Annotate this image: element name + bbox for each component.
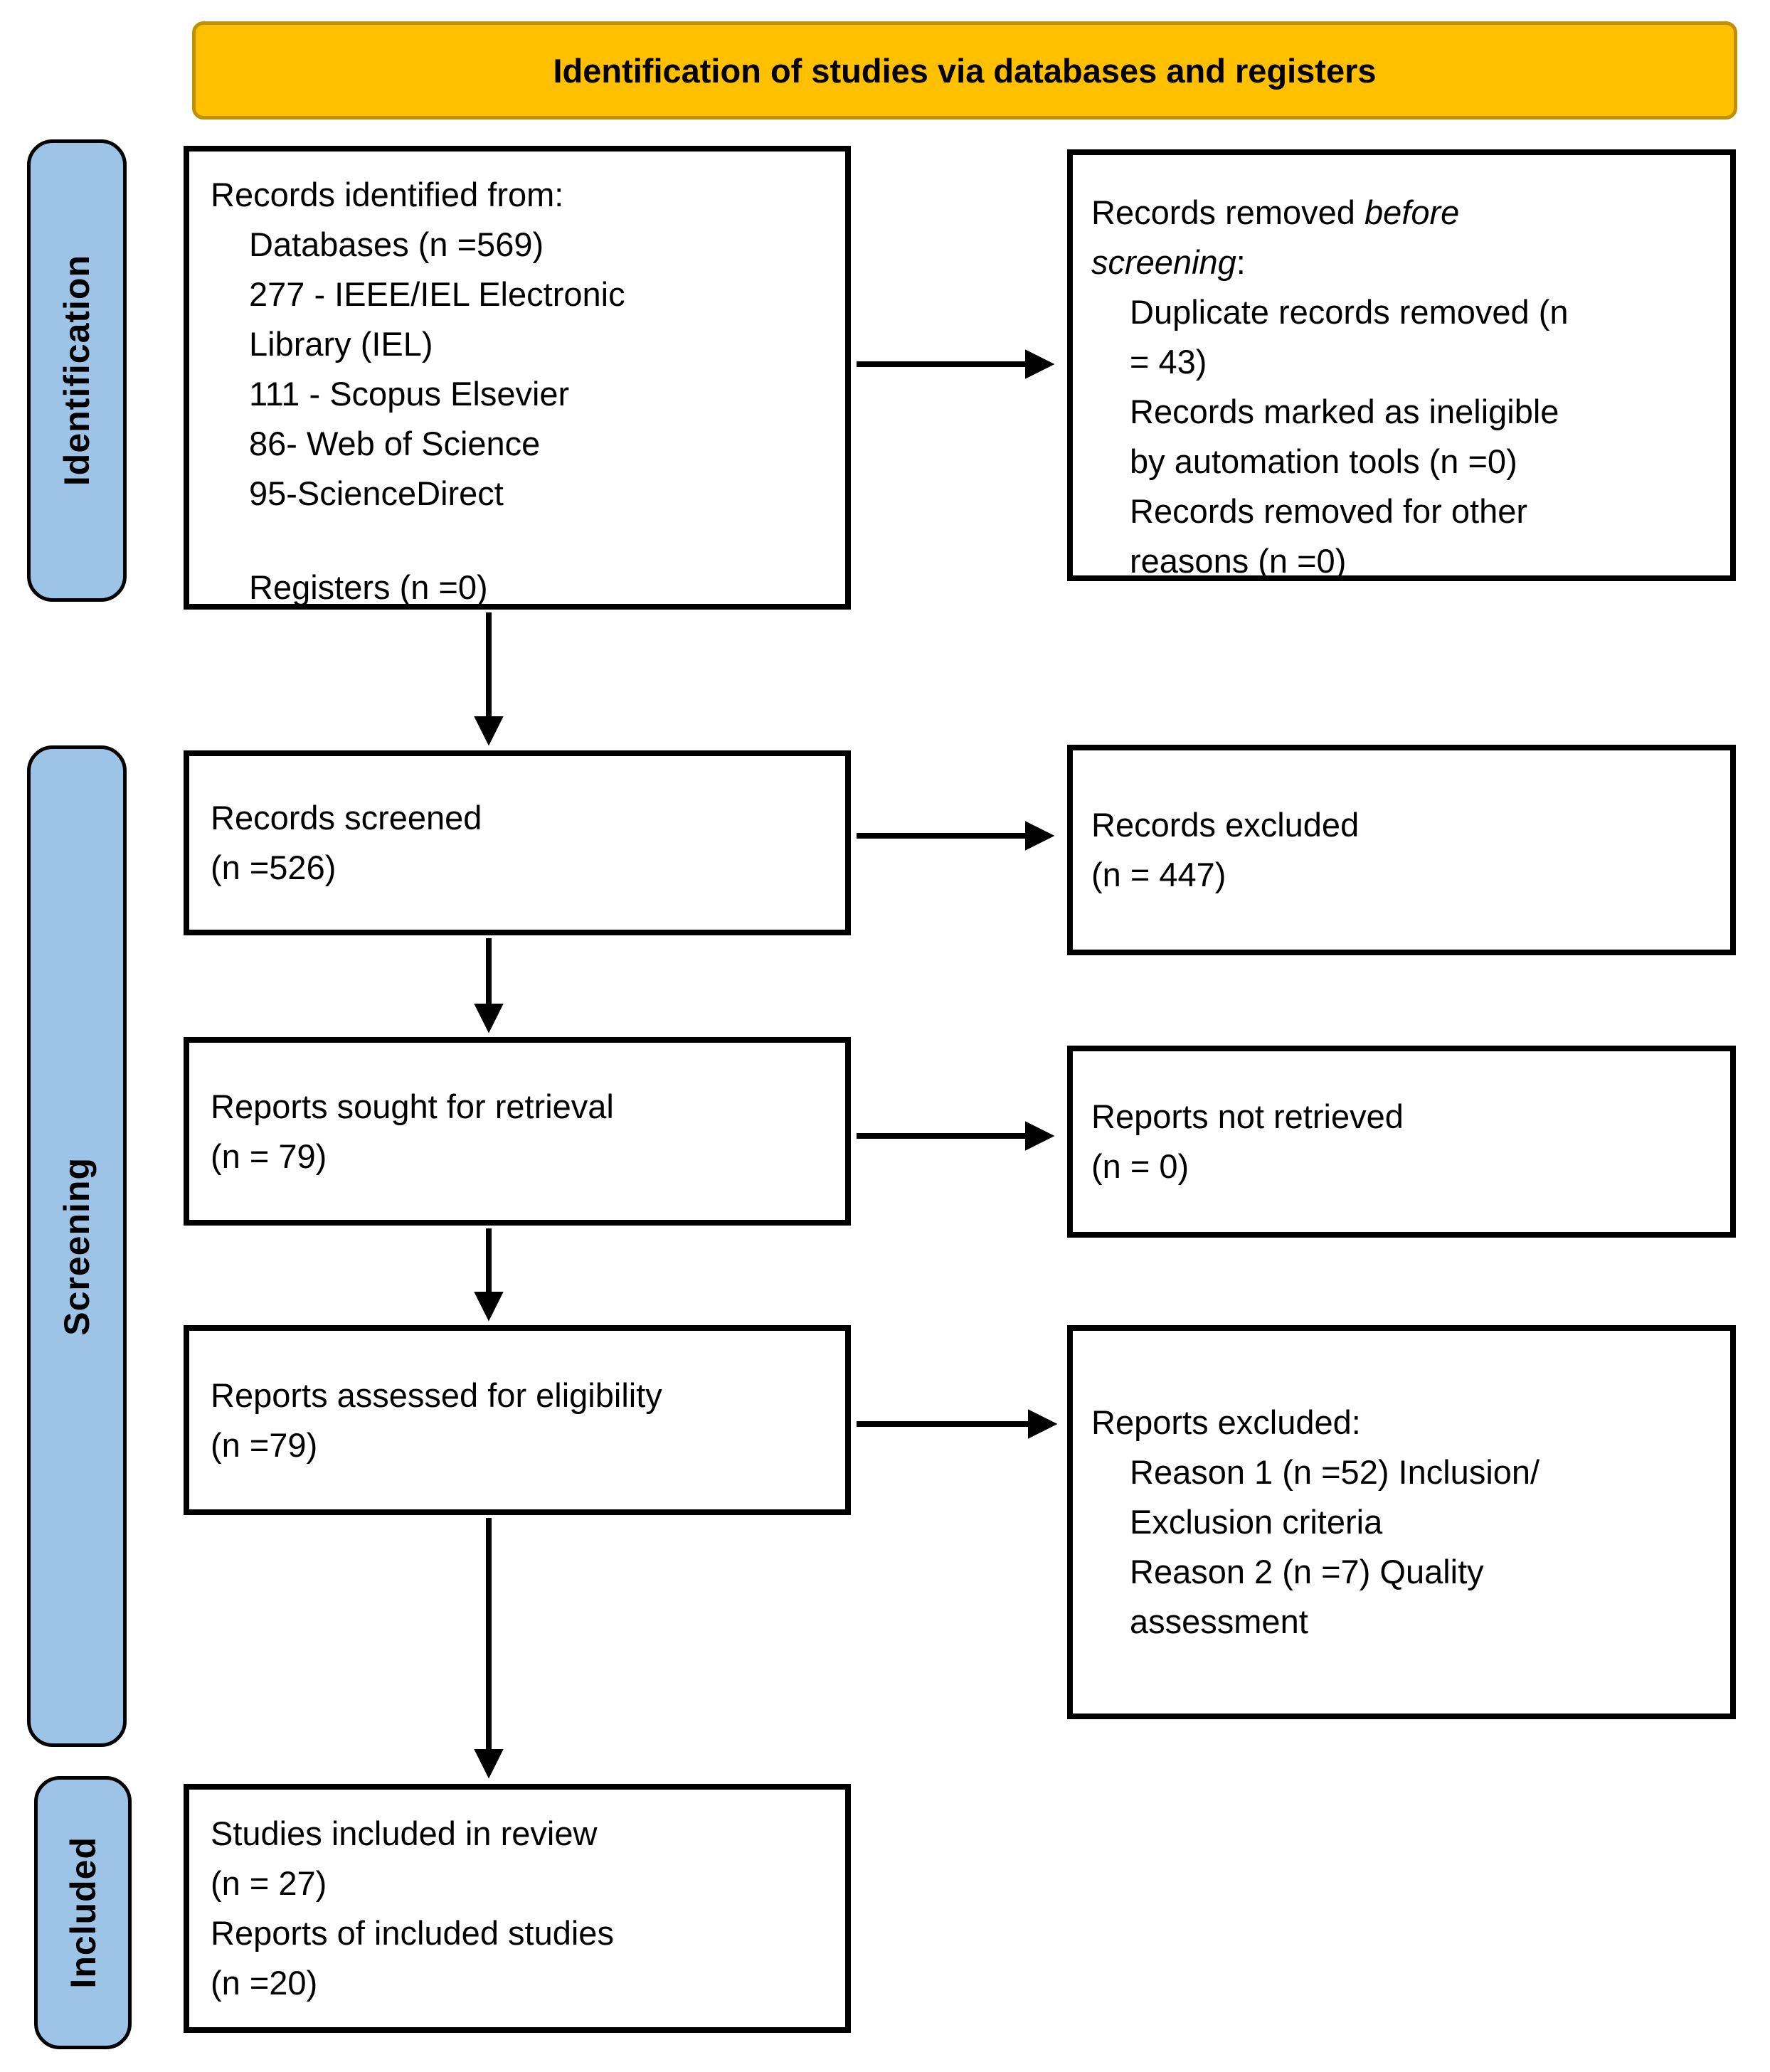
- text-line: (n =79): [211, 1425, 318, 1464]
- studies-included-box: Studies included in review (n = 27) Repo…: [184, 1784, 851, 2033]
- stage-label-included: Included: [34, 1776, 132, 2049]
- text-line: Reason 2 (n =7) Quality: [1130, 1553, 1484, 1590]
- text-segment-italic: screening: [1091, 243, 1236, 281]
- text-line: Reports sought for retrieval: [211, 1087, 614, 1125]
- text-line: Duplicate records removed (n: [1130, 293, 1569, 331]
- stage-label-identification: Identification: [27, 139, 127, 602]
- text-line: Library (IEL): [249, 325, 433, 363]
- text-line: Records identified from:: [211, 176, 564, 213]
- text-line: by automation tools (n =0): [1130, 442, 1517, 480]
- records-excluded-box: Records excluded (n = 447): [1067, 745, 1736, 955]
- text-line: Records marked as ineligible: [1130, 393, 1559, 430]
- text-line: (n = 0): [1091, 1147, 1189, 1185]
- records-removed-box: Records removed before screening: Duplic…: [1067, 149, 1736, 581]
- text-line: 277 - IEEE/IEL Electronic: [249, 275, 625, 313]
- records-screened-box: Records screened (n =526): [184, 750, 851, 935]
- text-line: reasons (n =0): [1130, 542, 1347, 580]
- text-line: Studies included in review: [211, 1815, 598, 1852]
- reports-not-retrieved-box: Reports not retrieved (n = 0): [1067, 1046, 1736, 1238]
- text-line: (n = 79): [211, 1137, 327, 1175]
- text-line: = 43): [1130, 343, 1207, 381]
- text-line: Records removed for other: [1130, 492, 1528, 530]
- text-line: Reports not retrieved: [1091, 1098, 1404, 1135]
- text-line: Reports of included studies: [211, 1914, 614, 1952]
- text-line: Reports excluded:: [1091, 1403, 1361, 1441]
- text-line: Reason 1 (n =52) Inclusion/: [1130, 1453, 1540, 1491]
- stage-label-screening-text: Screening: [57, 1157, 97, 1336]
- text-line: 111 - Scopus Elsevier: [249, 375, 570, 413]
- text-line: (n = 447): [1091, 856, 1226, 893]
- text-line: (n =526): [211, 849, 336, 886]
- text-line: screening:: [1091, 238, 1723, 287]
- stage-label-identification-text: Identification: [57, 255, 97, 487]
- text-line: assessment: [1130, 1603, 1308, 1640]
- text-line: 95-ScienceDirect: [249, 474, 504, 512]
- text-line: Records excluded: [1091, 806, 1360, 844]
- text-line: Records removed before: [1091, 188, 1723, 238]
- reports-assessed-box: Reports assessed for eligibility (n =79): [184, 1325, 851, 1515]
- text-line: Registers (n =0): [249, 568, 488, 606]
- reports-excluded-box: Reports excluded: Reason 1 (n =52) Inclu…: [1067, 1325, 1736, 1719]
- banner: Identification of studies via databases …: [192, 21, 1737, 119]
- text-segment: Records removed: [1091, 193, 1364, 231]
- text-line: Records screened: [211, 799, 482, 836]
- text-line: Exclusion criteria: [1130, 1503, 1383, 1541]
- text-line: (n =20): [211, 1964, 318, 2002]
- reports-sought-box: Reports sought for retrieval (n = 79): [184, 1037, 851, 1226]
- stage-label-included-text: Included: [63, 1837, 103, 1989]
- records-identified-box: Records identified from: Databases (n =5…: [184, 146, 851, 610]
- text-line: Reports assessed for eligibility: [211, 1376, 662, 1414]
- text-segment-italic: before: [1364, 193, 1460, 231]
- stage-label-screening: Screening: [27, 745, 127, 1747]
- banner-label: Identification of studies via databases …: [553, 51, 1377, 90]
- text-line: Databases (n =569): [249, 225, 544, 263]
- text-segment: :: [1236, 243, 1246, 281]
- text-line: 86- Web of Science: [249, 425, 541, 462]
- text-line: (n = 27): [211, 1864, 327, 1902]
